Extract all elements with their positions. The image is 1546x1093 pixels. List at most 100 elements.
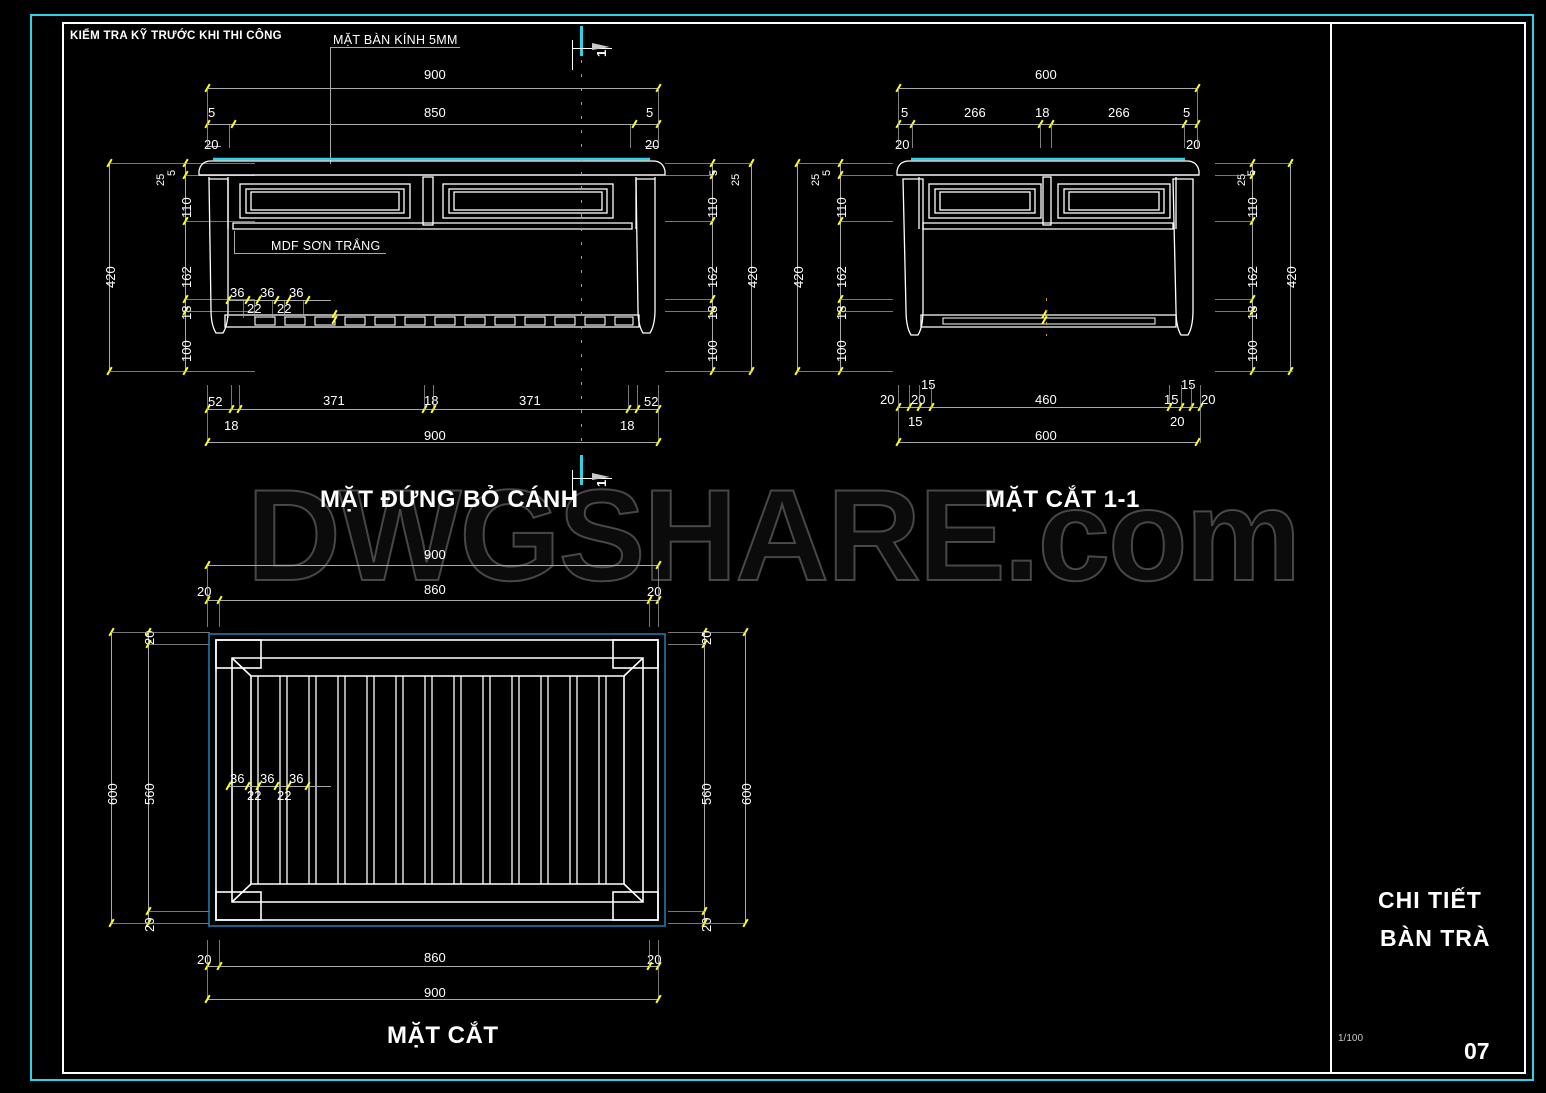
section-marker-top: 1 xyxy=(594,49,609,57)
furniture-plan-section xyxy=(208,633,666,927)
furniture-front-elevation xyxy=(198,157,666,334)
dim-20-plan-bl: 20 xyxy=(197,952,212,967)
dim-line xyxy=(898,124,1198,125)
section-arrow-head xyxy=(592,43,610,50)
dim-600-plan-right: 600 xyxy=(739,783,754,805)
dim-15-c: 15 xyxy=(1181,377,1196,392)
section-cut-line xyxy=(572,470,573,498)
witness-line xyxy=(649,940,650,968)
titleblock-scale: 1/100 xyxy=(1338,1033,1364,1044)
witness-line xyxy=(1215,311,1253,312)
view-title-front-elevation: MẶT ĐỨNG BỎ CÁNH xyxy=(320,486,579,513)
sheet-border-inner xyxy=(62,22,1526,1074)
dim-line xyxy=(228,300,331,301)
witness-line xyxy=(840,175,893,176)
dim-100-right-sv: 100 xyxy=(1245,340,1260,362)
dim-600-plan-left: 600 xyxy=(105,783,120,805)
witness-line xyxy=(185,299,255,300)
witness-line xyxy=(1197,88,1198,148)
dim-36-plan-c: 36 xyxy=(289,771,304,786)
witness-line xyxy=(284,300,285,318)
dim-line xyxy=(898,442,1198,443)
dim-18-left-bot: 18 xyxy=(224,418,239,433)
witness-line xyxy=(797,163,893,164)
dim-850: 850 xyxy=(424,105,446,120)
witness-line xyxy=(919,385,920,409)
dim-52-right: 52 xyxy=(644,394,659,409)
dim-420-left: 420 xyxy=(103,266,118,288)
witness-line xyxy=(658,88,659,148)
dim-15-b: 15 xyxy=(1164,392,1179,407)
witness-line xyxy=(148,644,210,645)
dim-900-top: 900 xyxy=(424,67,446,82)
dim-20-plan-r-bot: 20 xyxy=(699,917,714,932)
witness-line xyxy=(840,221,893,222)
dim-line xyxy=(148,632,149,924)
leader-line xyxy=(234,253,386,254)
witness-line xyxy=(931,385,932,409)
dim-371-right: 371 xyxy=(519,393,541,408)
witness-line xyxy=(797,371,893,372)
dim-18-right-sv: 18 xyxy=(1245,305,1260,320)
dim-20-plan-left: 20 xyxy=(197,584,212,599)
leader-line xyxy=(330,47,460,48)
dim-266-left: 266 xyxy=(964,105,986,120)
witness-line xyxy=(665,299,713,300)
titleblock-title-line1: CHI TIẾT xyxy=(1378,887,1482,913)
dim-900-plan-bottom: 900 xyxy=(424,985,446,1000)
dim-162-right-sv: 162 xyxy=(1245,266,1260,288)
witness-line xyxy=(239,385,240,410)
witness-line xyxy=(1200,385,1201,443)
section-marker-bottom: 1 xyxy=(594,479,609,487)
dim-line xyxy=(228,786,331,787)
witness-line xyxy=(665,163,753,164)
witness-line xyxy=(424,385,425,410)
dim-20-plan-l-bot: 20 xyxy=(142,917,157,932)
witness-line xyxy=(668,632,746,633)
witness-line xyxy=(111,923,210,924)
leader-line xyxy=(234,231,235,254)
titleblock-title-line2: BÀN TRÀ xyxy=(1380,925,1491,951)
witness-line xyxy=(433,385,434,410)
section-arrow-head xyxy=(592,473,610,480)
dim-line xyxy=(207,999,659,1000)
dim-line xyxy=(712,163,713,371)
witness-line xyxy=(109,371,185,372)
dim-18-right-v: 18 xyxy=(705,305,720,320)
dim-900-plan-top: 900 xyxy=(424,547,446,562)
witness-line xyxy=(658,565,659,627)
witness-line xyxy=(658,385,659,443)
dim-560-plan-right: 560 xyxy=(699,783,714,805)
dim-line xyxy=(898,407,1198,408)
witness-line xyxy=(1191,385,1192,409)
dim-18-left-v: 18 xyxy=(179,305,194,320)
witness-line xyxy=(1215,163,1293,164)
sheet-border-outer xyxy=(30,14,1534,1081)
witness-line xyxy=(1215,175,1253,176)
dim-600-top: 600 xyxy=(1035,67,1057,82)
dim-25-left-v: 25 xyxy=(155,173,167,186)
witness-line xyxy=(668,911,706,912)
witness-line xyxy=(148,632,210,633)
dim-line xyxy=(745,632,746,924)
witness-line xyxy=(185,163,255,164)
witness-line xyxy=(207,385,208,443)
dim-line xyxy=(207,565,659,566)
dim-line xyxy=(109,163,110,371)
label-glass-top: MẶT BÀN KÍNH 5MM xyxy=(333,33,458,47)
section-cut-line xyxy=(572,40,573,70)
dim-5-left: 5 xyxy=(208,105,216,120)
witness-line xyxy=(1215,299,1253,300)
witness-line xyxy=(637,385,638,410)
center-line xyxy=(1046,298,1047,336)
dim-100-left-v: 100 xyxy=(179,340,194,362)
dim-25-right-v: 25 xyxy=(730,173,742,186)
titleblock-sheet-number: 07 xyxy=(1464,1038,1490,1064)
witness-line xyxy=(668,644,706,645)
dim-36-a: 36 xyxy=(230,285,245,300)
witness-line xyxy=(272,300,273,318)
witness-line xyxy=(228,300,229,318)
dim-20-plan-right: 20 xyxy=(647,584,662,599)
dim-860-plan-top: 860 xyxy=(424,582,446,597)
witness-line xyxy=(1051,124,1052,148)
